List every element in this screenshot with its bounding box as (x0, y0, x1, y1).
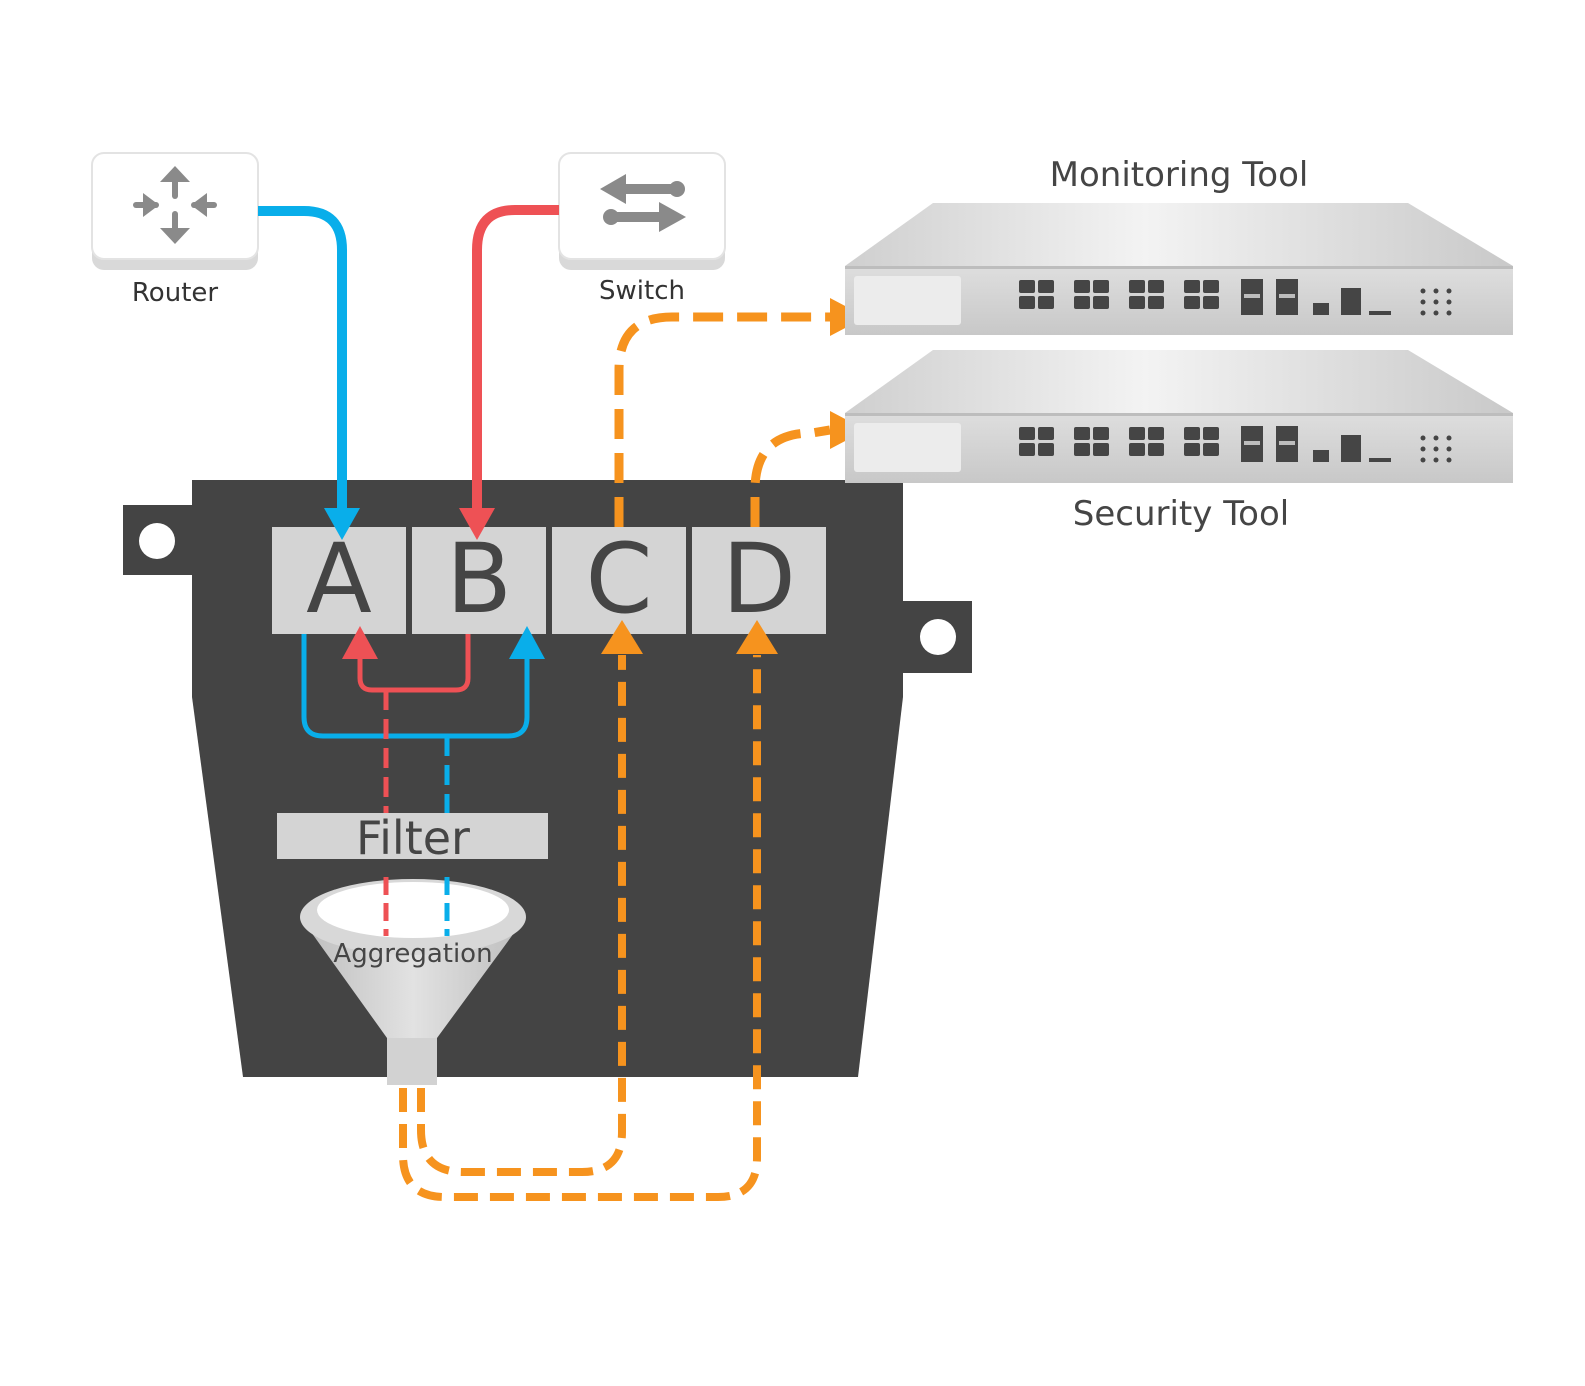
switch-to-port-b-link (472, 205, 559, 512)
links (258, 205, 866, 1201)
port-a-copy-arrow (342, 626, 378, 659)
aggregation-funnel (300, 879, 526, 1085)
router-icon (133, 166, 217, 244)
security-tool-label: Security Tool (1073, 494, 1289, 534)
aggregated-to-port-c-link (417, 655, 626, 1176)
port-c-return-arrow (601, 620, 643, 654)
port-a-input-arrow (324, 508, 360, 540)
monitoring-tool-label: Monitoring Tool (1050, 155, 1309, 195)
port-b[interactable]: B (412, 523, 546, 635)
port-b-label: B (446, 523, 512, 635)
port-d[interactable]: D (692, 523, 826, 635)
port-b-copy-arrow (509, 626, 545, 659)
filter-block: Filter (277, 811, 548, 865)
switch-label: Switch (599, 276, 685, 306)
router-device: Router (91, 152, 259, 308)
security-tool-ports (1019, 426, 1452, 463)
port-d-return-arrow (736, 620, 778, 654)
switch-device: Switch (558, 152, 726, 306)
mounting-hole-right (920, 619, 956, 655)
port-a-copy-loop (301, 634, 530, 739)
packet-broker-housing (123, 480, 972, 1077)
router-label: Router (132, 278, 218, 308)
filter-label: Filter (356, 811, 470, 865)
monitoring-tool-ports (1019, 279, 1452, 316)
security-tool-display (854, 423, 961, 472)
port-a[interactable]: A (272, 523, 406, 635)
monitoring-tool-display (854, 276, 961, 325)
aggregated-to-port-d-link (399, 655, 761, 1201)
ports: A B C D (272, 523, 826, 635)
switch-icon (600, 174, 686, 232)
port-c-label: C (585, 523, 652, 635)
aggregation-label: Aggregation (333, 939, 492, 969)
port-c-to-monitoring-tool-link (614, 312, 830, 527)
port-d-label: D (722, 523, 796, 635)
port-a-label: A (306, 523, 372, 635)
mounting-hole-left (139, 523, 175, 559)
monitoring-tool: Monitoring Tool (845, 155, 1513, 335)
port-b-input-arrow (459, 508, 495, 540)
security-tool: Security Tool (845, 350, 1513, 534)
port-b-copy-loop (357, 634, 471, 693)
port-c[interactable]: C (552, 523, 686, 635)
router-to-port-a-link (258, 206, 347, 512)
